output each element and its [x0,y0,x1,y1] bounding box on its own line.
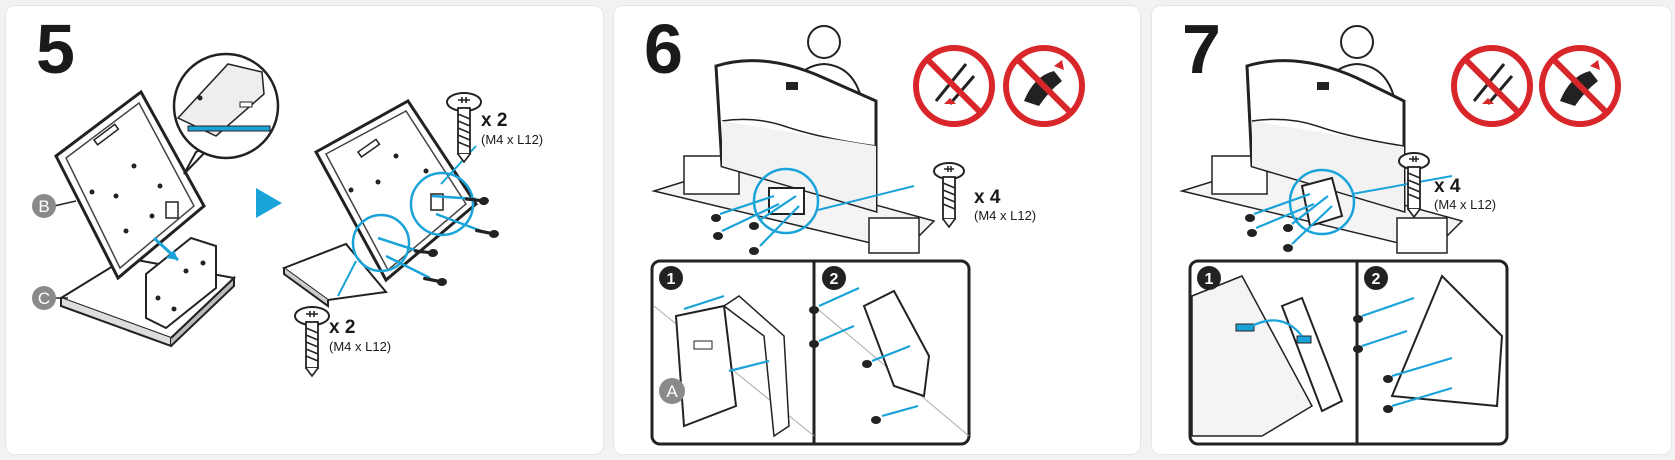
part-label-a: A [666,382,678,401]
step-number: 7 [1182,10,1221,88]
play-arrow-icon [256,188,282,218]
part-label-b: B [38,197,49,216]
screw-qty: x 4 [974,187,1001,208]
screw-spec: (M4 x L12) [974,208,1037,223]
step-7-illustration: 1 2 [1179,25,1671,446]
screw-icon [1398,152,1430,219]
screw-spec: (M4 x L12) [1434,197,1497,212]
no-pressing-screen-icon [1542,48,1618,124]
step-7-panel: 7 [1151,5,1672,455]
part-label-c: C [38,289,50,308]
no-sharp-surface-icon [916,48,992,124]
step-5-illustration: B C [32,52,501,377]
step-6-illustration: 1 A 2 [650,25,1140,446]
screw-icon [446,92,482,163]
subpanel-number: 1 [1205,271,1214,288]
no-pressing-screen-icon [1006,48,1082,124]
subpanel-number: 2 [1372,271,1381,288]
subpanel-number: 2 [830,271,839,288]
subpanel-number: 1 [667,271,676,288]
screw-qty: x 2 [481,110,508,131]
no-sharp-surface-icon [1454,48,1530,124]
screw-qty: x 4 [1434,176,1461,197]
screw-icon [294,306,330,377]
step-5-panel: 5 [5,5,604,455]
step-number: 5 [36,10,75,88]
screw-icon [933,162,965,229]
step-number: 6 [644,10,683,88]
screw-qty: x 2 [329,317,356,338]
screw-spec: (M4 x L12) [481,132,544,147]
screw-spec: (M4 x L12) [329,339,392,354]
step-6-panel: 6 [613,5,1141,455]
